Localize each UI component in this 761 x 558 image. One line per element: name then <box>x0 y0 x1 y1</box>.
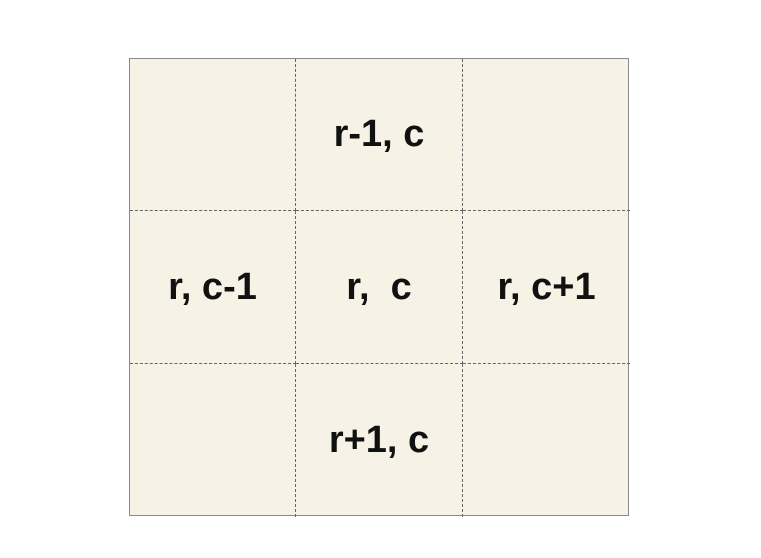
cell-middle-left: r, c-1 <box>130 211 296 364</box>
cell-top-right <box>463 59 630 211</box>
cell-middle-right: r, c+1 <box>463 211 630 364</box>
cell-top-left <box>130 59 296 211</box>
cell-bottom-center: r+1, c <box>296 364 463 517</box>
cell-center: r, c <box>296 211 463 364</box>
cell-top-center: r-1, c <box>296 59 463 211</box>
neighbor-grid: r-1, c r, c-1 r, c r, c+1 r+1, c <box>129 58 630 517</box>
cell-bottom-left <box>130 364 296 517</box>
cell-bottom-right <box>463 364 630 517</box>
